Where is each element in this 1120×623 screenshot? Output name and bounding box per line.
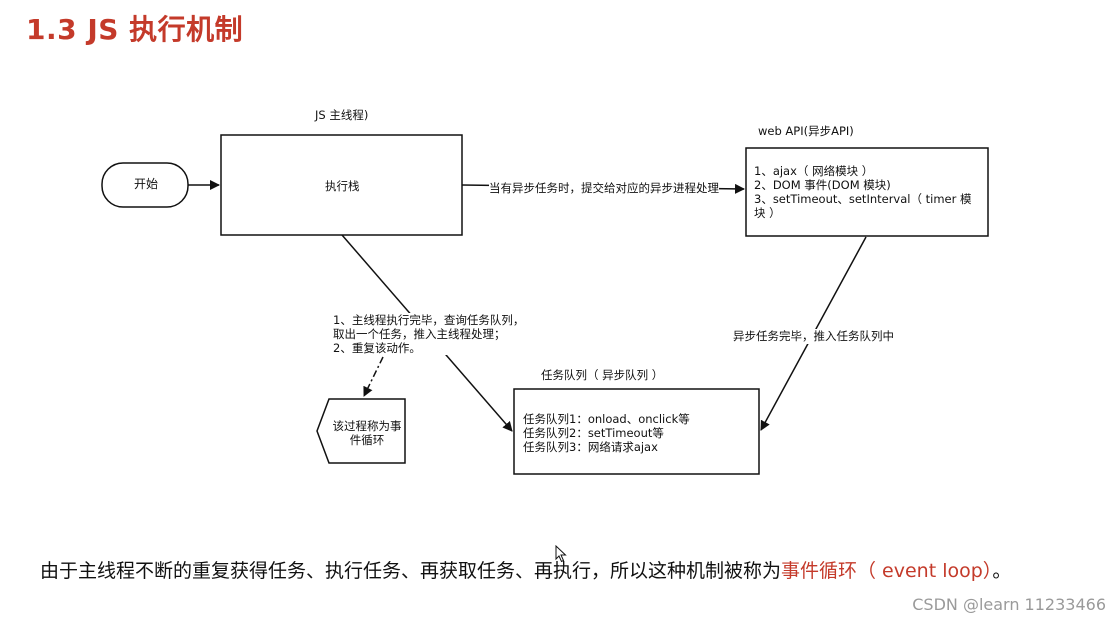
webapi-line: 2、DOM 事件(DOM 模块): [754, 178, 891, 192]
summary-sentence: 由于主线程不断的重复获得任务、执行任务、再获取任务、再执行，所以这种机制被称为事…: [40, 556, 1011, 583]
loop-note-line: 2、重复该动作。: [333, 341, 421, 355]
event-loop-node: [316, 398, 406, 464]
queue-line: 任务队列1：onload、onclick等: [523, 412, 690, 426]
event-loop-line: 件循环: [349, 433, 385, 447]
webapi-line: 块 ）: [754, 206, 781, 220]
loop-note: 1、主线程执行完毕，查询任务队列， 取出一个任务，推入主线程处理； 2、重复该动…: [333, 313, 525, 355]
event-loop-label: 该过程称为事 件循环: [330, 419, 404, 447]
queue-title: 任务队列（ 异步队列 ）: [541, 368, 664, 382]
webapi-box: [745, 147, 989, 237]
loop-note-line: 1、主线程执行完毕，查询任务队列，: [333, 313, 525, 327]
summary-end: 。: [992, 560, 1012, 582]
queue-content: 任务队列1：onload、onclick等 任务队列2：setTimeout等 …: [523, 412, 690, 454]
summary-highlight: 事件循环（ event loop）: [781, 560, 993, 582]
mouse-cursor-icon: [555, 545, 567, 563]
arrow-to-queue-label: 异步任务完毕，推入任务队列中: [733, 329, 894, 344]
start-label: 开始: [134, 177, 159, 191]
queue-line: 任务队列3：网络请求ajax: [523, 440, 658, 454]
exec-stack-label: 执行栈: [325, 179, 360, 193]
slide-title: 1.3 JS 执行机制: [26, 13, 244, 46]
task-queue-box: [513, 388, 760, 475]
summary-text: 由于主线程不断的重复获得任务、执行任务、再获取任务、再执行，所以这种机制被称为: [40, 560, 782, 582]
dashed-arrow-to-event-loop: [363, 356, 384, 397]
queue-line: 任务队列2：setTimeout等: [523, 426, 664, 440]
arrow-to-webapi-label: 当有异步任务时，提交给对应的异步进程处理: [489, 181, 719, 196]
csdn-watermark: CSDN @learn 11233466: [912, 595, 1106, 614]
exec-stack-box: [220, 134, 463, 236]
event-loop-line: 该过程称为事: [332, 419, 402, 433]
loop-note-line: 取出一个任务，推入主线程处理；: [333, 327, 506, 341]
webapi-line: 3、setTimeout、setInterval（ timer 模: [754, 192, 972, 206]
webapi-line: 1、ajax（ 网络模块 ）: [754, 164, 874, 178]
webapi-title: web API(异步API): [758, 124, 854, 138]
webapi-content: 1、ajax（ 网络模块 ） 2、DOM 事件(DOM 模块) 3、setTim…: [754, 164, 984, 220]
main-thread-title: JS 主线程): [315, 108, 369, 122]
